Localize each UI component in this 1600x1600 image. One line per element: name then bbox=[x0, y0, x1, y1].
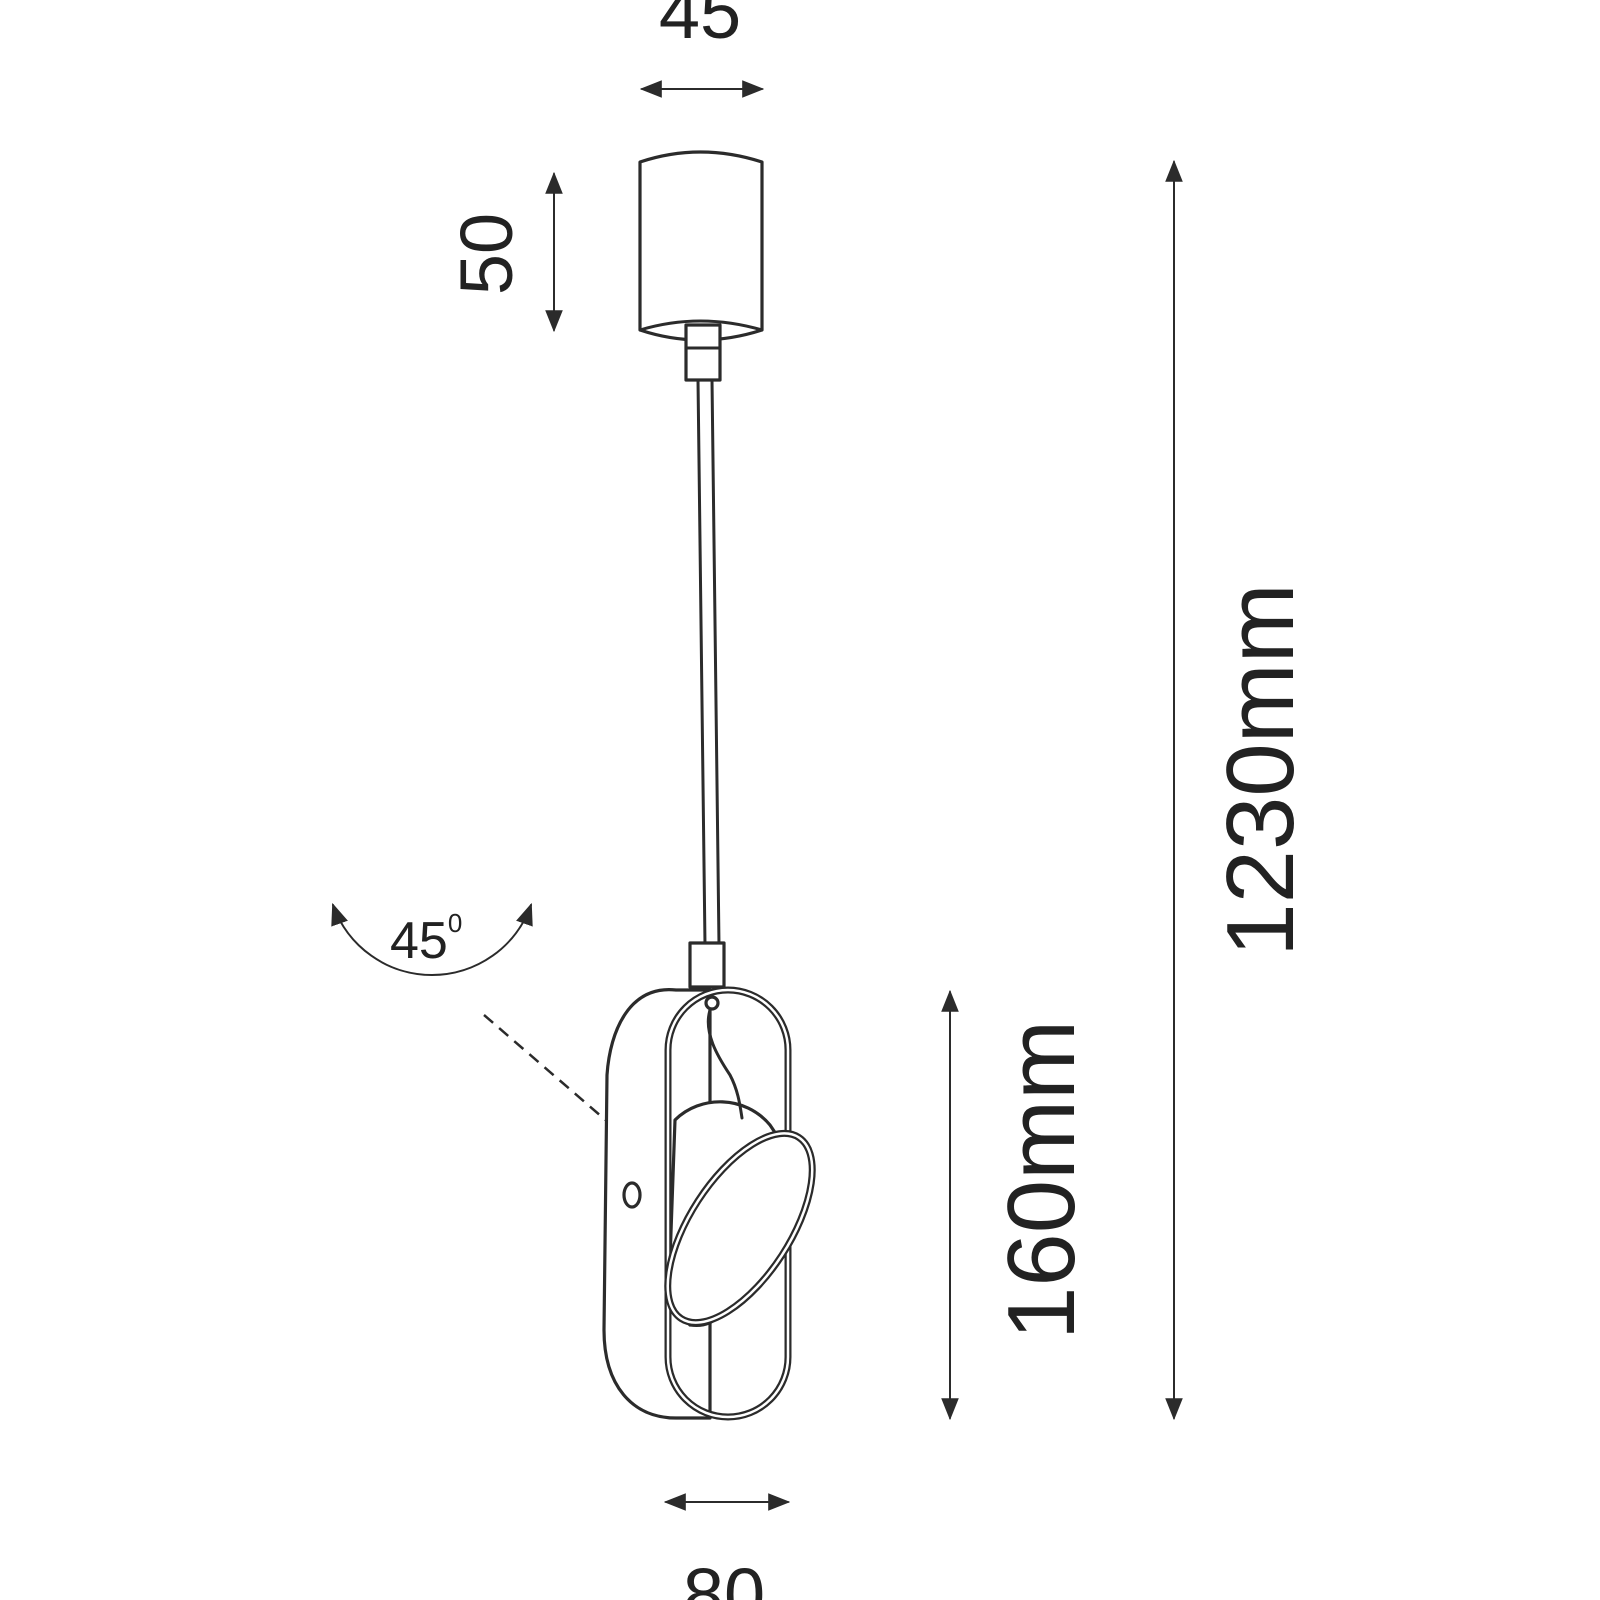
lamp-body bbox=[602, 986, 816, 1421]
canopy-height-dimension: 50 bbox=[445, 171, 563, 333]
side-screw-hole bbox=[622, 1181, 642, 1209]
ring-cable-hook bbox=[704, 995, 720, 1011]
total-height-label: 1230mm bbox=[1207, 583, 1314, 957]
tilt-angle-value: 45 bbox=[390, 912, 448, 970]
canopy bbox=[638, 150, 764, 342]
suspension-rod bbox=[696, 378, 721, 947]
body-height-dimension: 160mm bbox=[941, 989, 1095, 1421]
tilt-angle-indicator: 450 bbox=[331, 902, 713, 1213]
body-width-dimension: 80 bbox=[663, 1493, 791, 1600]
tilt-arc-arrow bbox=[331, 902, 533, 976]
canopy-body bbox=[638, 150, 764, 342]
canopy-width-dimension: 45 bbox=[639, 0, 765, 98]
bottom-connector bbox=[688, 941, 726, 989]
internal-cable bbox=[706, 1003, 744, 1120]
body-width-label: 80 bbox=[683, 1553, 765, 1600]
lamp-face-rim-highlight bbox=[666, 1132, 814, 1324]
top-connector bbox=[684, 323, 722, 382]
canopy-bottom-edge bbox=[638, 319, 764, 332]
tilt-angle-unit: 0 bbox=[448, 908, 462, 938]
tilt-angle-label: 450 bbox=[390, 908, 462, 970]
total-height-dimension: 1230mm bbox=[1165, 159, 1314, 1421]
body-height-label: 160mm bbox=[988, 1020, 1095, 1340]
canopy-height-label: 50 bbox=[445, 213, 528, 295]
canopy-width-label: 45 bbox=[659, 0, 741, 54]
